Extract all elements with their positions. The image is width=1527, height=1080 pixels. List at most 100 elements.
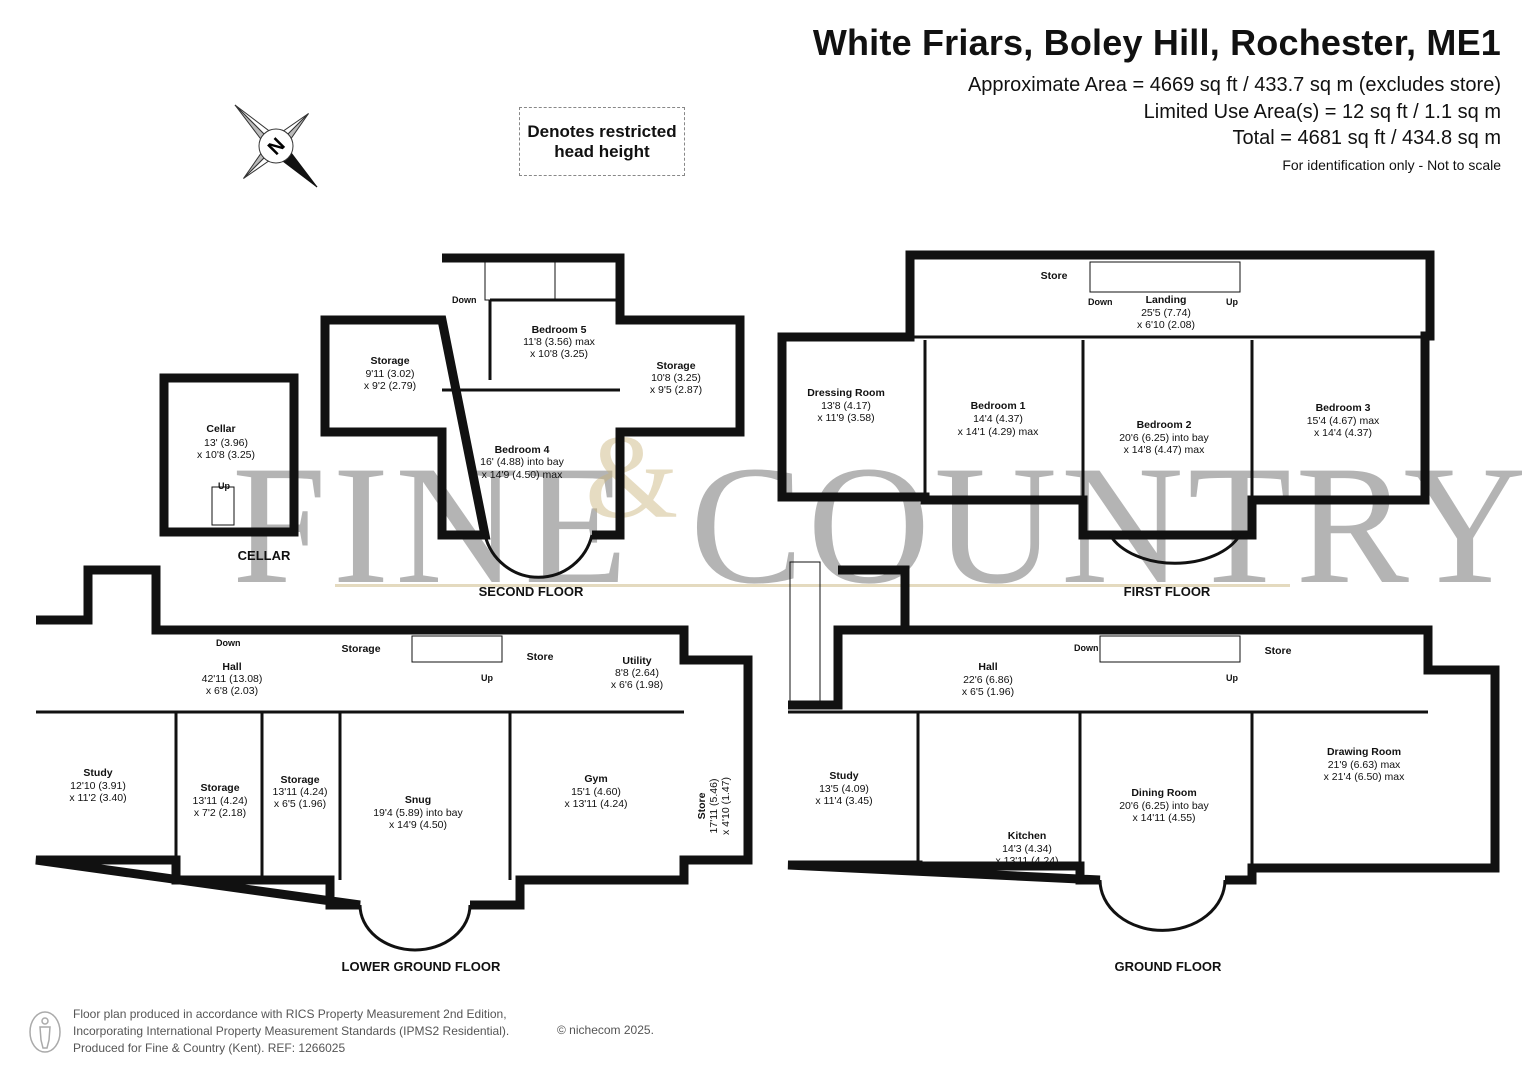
room-bedroom4-dim2: x 14'9 (4.50) max <box>482 469 564 481</box>
room-store-first-name: Store <box>1041 270 1068 282</box>
ground-floor-wc-walls <box>838 565 910 630</box>
person-scale-icon <box>29 1011 61 1053</box>
footer-line-1: Floor plan produced in accordance with R… <box>73 1007 507 1021</box>
room-bedroom1-name: Bedroom 1 <box>971 400 1026 412</box>
room-bedroom3-name: Bedroom 3 <box>1316 402 1371 414</box>
room-study-g-name: Study <box>829 770 858 782</box>
room-store-side-name: Store <box>696 792 708 819</box>
room-storage-left-dim1: 9'11 (3.02) <box>365 368 414 380</box>
room-dressing-dim1: 13'8 (4.17) <box>821 400 871 412</box>
room-landing-dim2: x 6'10 (2.08) <box>1137 319 1195 331</box>
room-hall-g-dim1: 22'6 (6.86) <box>963 674 1013 686</box>
room-study-lg-name: Study <box>83 767 112 779</box>
room-dining-dim1: 20'6 (6.25) into bay <box>1119 800 1209 812</box>
room-gym-dim1: 15'1 (4.60) <box>571 786 621 798</box>
room-bedroom1-dim2: x 14'1 (4.29) max <box>958 426 1040 438</box>
room-study-lg-dim1: 12'10 (3.91) <box>70 780 126 792</box>
room-gym-name: Gym <box>584 773 607 785</box>
room-hall-g-name: Hall <box>978 661 997 673</box>
room-bedroom5-dim1: 11'8 (3.56) max <box>523 336 596 348</box>
compass-icon: N <box>234 104 318 188</box>
room-utility-dim2: x 6'6 (1.98) <box>611 679 663 691</box>
room-landing-dim1: 25'5 (7.74) <box>1141 307 1191 319</box>
room-store-side-dim1: 17'11 (5.46) <box>708 779 720 834</box>
stair-label-up-lg: Up <box>481 673 493 683</box>
room-hall-g-dim2: x 6'5 (1.96) <box>962 686 1014 698</box>
footer-line-3: Produced for Fine & Country (Kent). REF:… <box>73 1041 346 1055</box>
room-cellar-dim1: 13' (3.96) <box>204 437 248 449</box>
limited-use-area: Limited Use Area(s) = 12 sq ft / 1.1 sq … <box>1143 101 1501 123</box>
room-utility-dim1: 8'8 (2.64) <box>615 667 659 679</box>
floor-label-cellar: CELLAR <box>238 548 291 563</box>
room-bedroom2-dim1: 20'6 (6.25) into bay <box>1119 432 1209 444</box>
room-hall-lg-dim1: 42'11 (13.08) <box>202 673 263 685</box>
room-dressing-name: Dressing Room <box>807 387 885 399</box>
room-store-side-dim2: x 4'10 (1.47) <box>720 777 732 835</box>
room-snug-dim1: 19'4 (5.89) into bay <box>373 807 463 819</box>
room-bedroom5-name: Bedroom 5 <box>532 324 587 336</box>
stair-label-down-lg: Down <box>216 638 241 648</box>
watermark-country: COUNTRY <box>690 431 1527 619</box>
stair-label-up-first: Up <box>1226 297 1238 307</box>
room-drawing-dim1: 21'9 (6.63) max <box>1328 759 1401 771</box>
room-study-g-dim2: x 11'4 (3.45) <box>815 795 872 807</box>
room-store-lg-name: Store <box>527 651 554 663</box>
watermark-rule <box>335 584 1290 587</box>
room-kitchen-dim2: x 13'11 (4.24) <box>995 855 1058 867</box>
approximate-area: Approximate Area = 4669 sq ft / 433.7 sq… <box>967 74 1501 96</box>
room-hall-lg-dim2: x 6'8 (2.03) <box>206 685 258 697</box>
footer-line-2: Incorporating International Property Mea… <box>73 1024 510 1038</box>
floor-label-second: SECOND FLOOR <box>479 584 584 599</box>
room-bedroom3-dim1: 15'4 (4.67) max <box>1307 415 1380 427</box>
stair-label-up-cellar: Up <box>218 481 230 491</box>
copyright: © nichecom 2025. <box>557 1023 654 1037</box>
room-storage-right-dim1: 10'8 (3.25) <box>651 372 701 384</box>
stair-label-down-first: Down <box>1088 297 1113 307</box>
room-bedroom1-dim1: 14'4 (4.37) <box>973 413 1023 425</box>
room-dressing-dim2: x 11'9 (3.58) <box>817 412 874 424</box>
cellar-walls <box>159 373 299 537</box>
floor-label-lower-ground: LOWER GROUND FLOOR <box>342 959 501 974</box>
room-bedroom3-dim2: x 14'4 (4.37) <box>1314 427 1372 439</box>
room-bedroom5-dim2: x 10'8 (3.25) <box>530 348 588 360</box>
floor-label-first: FIRST FLOOR <box>1124 584 1211 599</box>
restricted-height-legend: Denotes restricted head height <box>519 107 685 176</box>
room-snug-name: Snug <box>405 794 431 806</box>
identification-note: For identification only - Not to scale <box>1282 157 1501 173</box>
room-study-g-dim1: 13'5 (4.09) <box>819 783 869 795</box>
second-floor-walls <box>320 253 745 540</box>
room-cellar-name: Cellar <box>206 423 235 435</box>
stair-label-down-second: Down <box>452 295 477 305</box>
room-gym-dim2: x 13'11 (4.24) <box>564 798 627 810</box>
room-drawing-name: Drawing Room <box>1327 746 1401 758</box>
room-storage-left-dim2: x 9'2 (2.79) <box>364 380 416 392</box>
floor-label-ground: GROUND FLOOR <box>1115 959 1222 974</box>
footer-notes: Floor plan produced in accordance with R… <box>73 1006 509 1057</box>
room-landing-name: Landing <box>1146 294 1187 306</box>
room-store-g-name: Store <box>1265 645 1292 657</box>
room-bedroom2-name: Bedroom 2 <box>1137 419 1192 431</box>
room-kitchen-name: Kitchen <box>1008 830 1047 842</box>
room-storage-b-dim1: 13'11 (4.24) <box>273 786 328 798</box>
legend-line-2: head height <box>554 141 650 161</box>
room-bedroom4-name: Bedroom 4 <box>495 444 550 456</box>
room-hall-lg-name: Hall <box>222 661 241 673</box>
room-storage-b-dim2: x 6'5 (1.96) <box>274 798 326 810</box>
room-dining-dim2: x 14'11 (4.55) <box>1132 812 1195 824</box>
room-bedroom4-dim1: 16' (4.88) into bay <box>480 456 564 468</box>
room-dining-name: Dining Room <box>1131 787 1196 799</box>
room-bedroom2-dim2: x 14'8 (4.47) max <box>1124 444 1206 456</box>
legend-line-1: Denotes restricted <box>527 121 677 141</box>
stair-label-up-g: Up <box>1226 673 1238 683</box>
room-storage-a-dim2: x 7'2 (2.18) <box>194 807 246 819</box>
room-utility-name: Utility <box>622 655 651 667</box>
stair-label-down-g: Down <box>1074 643 1099 653</box>
room-study-lg-dim2: x 11'2 (3.40) <box>69 792 126 804</box>
room-cellar-dim2: x 10'8 (3.25) <box>197 449 255 461</box>
room-storage-a-dim1: 13'11 (4.24) <box>193 795 248 807</box>
room-storage-lg-name: Storage <box>341 643 380 655</box>
room-storage-right-name: Storage <box>656 360 695 372</box>
room-snug-dim2: x 14'9 (4.50) <box>389 819 447 831</box>
lower-ground-walls <box>35 565 753 910</box>
